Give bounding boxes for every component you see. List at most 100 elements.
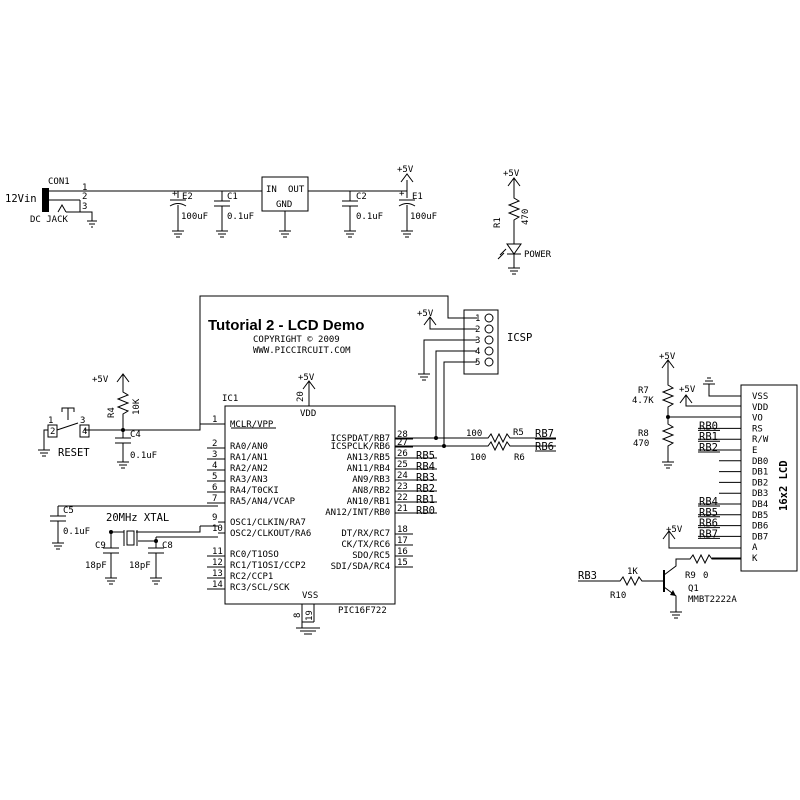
c1-value: 0.1uF — [227, 212, 254, 222]
c8-capacitor-symbol — [148, 541, 164, 585]
r7-resistor-symbol — [661, 359, 741, 418]
lcd-r7-vcc-label: +5V — [659, 352, 676, 362]
lcd-pin-name: A — [752, 543, 758, 553]
icsp-pin-1: 1 — [475, 314, 480, 324]
lcd-pin-name: DB1 — [752, 468, 768, 478]
r8-resistor-symbol — [661, 417, 675, 469]
lcd-net-label: RB6 — [699, 518, 718, 530]
mclr-icsp-wire — [199, 295, 477, 424]
reg-gnd-label: GND — [276, 200, 292, 210]
mclr-wire — [84, 423, 218, 431]
icsp-pin-4: 4 — [475, 347, 480, 357]
mcu-net-label: RB1 — [416, 494, 435, 506]
r7-ref: R7 — [638, 386, 649, 396]
mcu-pin-name: RA5/AN4/VCAP — [230, 497, 296, 507]
oscillator-section: C5 0.1uF 20MHz XTAL C9 18pF C8 18pF — [50, 505, 218, 585]
c1-ref: C1 — [227, 192, 238, 202]
vss-pin-8: 8 — [293, 613, 303, 618]
dc-jack-label: DC JACK — [30, 215, 69, 225]
mcu-pin-number: 17 — [397, 536, 408, 546]
lcd-ground — [703, 377, 741, 397]
mcu-vcc-label: +5V — [298, 373, 315, 383]
mcu-pin-name: RC0/T1OSO — [230, 550, 279, 560]
icsp-vcc-wire — [423, 316, 477, 330]
jack-pin-1: 1 — [82, 183, 87, 193]
c2-value: 0.1uF — [356, 212, 383, 222]
lcd-pin-name: E — [752, 446, 757, 456]
c5-value: 0.1uF — [63, 527, 90, 537]
mcu-pin-name: RA4/T0CKI — [230, 486, 279, 496]
xtal-label: 20MHz XTAL — [106, 512, 169, 524]
r4-resistor-symbol — [116, 373, 130, 430]
lcd-pin-name: VO — [752, 414, 763, 424]
c2-capacitor-symbol — [342, 191, 358, 231]
mcu-pin-number: 14 — [212, 580, 223, 590]
r5-value: 100 — [466, 429, 482, 439]
lcd-vdd-wire — [679, 394, 741, 407]
osc1-wire — [111, 525, 218, 533]
mcu-pin-name: OSC1/CLKIN/RA7 — [230, 518, 306, 528]
jack-pin-3: 3 — [82, 202, 87, 212]
mcu-pin-name: OSC2/CLKOUT/RA6 — [230, 529, 311, 539]
reset-vcc-label: +5V — [92, 375, 109, 385]
mcu-pin-name: RC1/T1OSI/CCP2 — [230, 561, 306, 571]
reset-switch-symbol — [56, 407, 79, 431]
mcu-pin-number: 28 — [397, 430, 408, 440]
mcu-pin-number: 26 — [397, 449, 408, 459]
mcu-pin-name: ICSPCLK/RB6 — [331, 442, 391, 452]
mcu-pin-name: RA3/AN3 — [230, 475, 268, 485]
backlight-section: +5V RB3 1K R10 R9 0 Q1 MMBT2222A — [578, 525, 741, 619]
mcu-pin-number: 12 — [212, 558, 223, 568]
c5-ref: C5 — [63, 506, 74, 516]
osc2-wire — [138, 536, 218, 542]
icsp-header — [463, 309, 499, 375]
e2-capacitor-symbol — [169, 191, 187, 231]
reset-label: RESET — [58, 447, 90, 459]
mcu-pin-name: DT/RX/RC7 — [341, 529, 390, 539]
lcd-module — [740, 384, 798, 572]
mcu-pin-name: MCLR/VPP — [230, 420, 274, 430]
net-rb6: RB6 — [535, 441, 554, 453]
e2-ref: E2 — [182, 192, 193, 202]
r1-ref: R1 — [493, 217, 503, 228]
mcu-ground — [296, 604, 320, 635]
lcd-pin-name: DB0 — [752, 457, 768, 467]
icsp-vcc-label: +5V — [417, 309, 434, 319]
e1-capacitor-symbol — [398, 191, 416, 231]
r4-ref: R4 — [107, 407, 117, 418]
lcd-pin-name: VSS — [752, 392, 768, 402]
c9-capacitor-symbol — [103, 532, 119, 585]
reg-in-label: IN — [266, 185, 277, 195]
icsp-ground-wire — [418, 339, 477, 381]
power-led-label: POWER — [524, 250, 552, 260]
icsp-pin-2: 2 — [475, 325, 480, 335]
icsp-label: ICSP — [507, 332, 532, 344]
dc-jack-symbol — [42, 188, 49, 212]
q1-ref: Q1 — [688, 584, 699, 594]
power-led-symbol — [506, 243, 522, 268]
copyright-text: COPYRIGHT © 2009 — [253, 335, 340, 345]
svg-text:+: + — [172, 189, 178, 199]
con1-ref: CON1 — [48, 177, 70, 187]
r4-value: 10K — [132, 398, 142, 415]
ground-icon — [38, 429, 50, 457]
reset-pin-1: 1 — [48, 416, 53, 426]
c9-value: 18pF — [85, 561, 107, 571]
ground-icon — [87, 220, 413, 238]
r8-ref: R8 — [638, 429, 649, 439]
mcu-pin-number: 18 — [397, 525, 408, 535]
r1-resistor-symbol — [507, 177, 521, 244]
lcd-name: 16x2 LCD — [778, 460, 790, 511]
mcu-vcc-wire — [302, 380, 316, 406]
r1-value: 470 — [521, 209, 531, 225]
r6-ref: R6 — [514, 453, 525, 463]
c9-ref: C9 — [95, 541, 106, 551]
lcd-net-label: RB2 — [699, 442, 718, 454]
reg-out-label: OUT — [288, 185, 305, 195]
lcd-section: 16x2 LCD VSSVDDVORSRB0R/WRB1ERB2DB0DB1DB… — [632, 352, 798, 572]
mcu-pin-number: 27 — [397, 438, 408, 448]
c4-value: 0.1uF — [130, 451, 157, 461]
